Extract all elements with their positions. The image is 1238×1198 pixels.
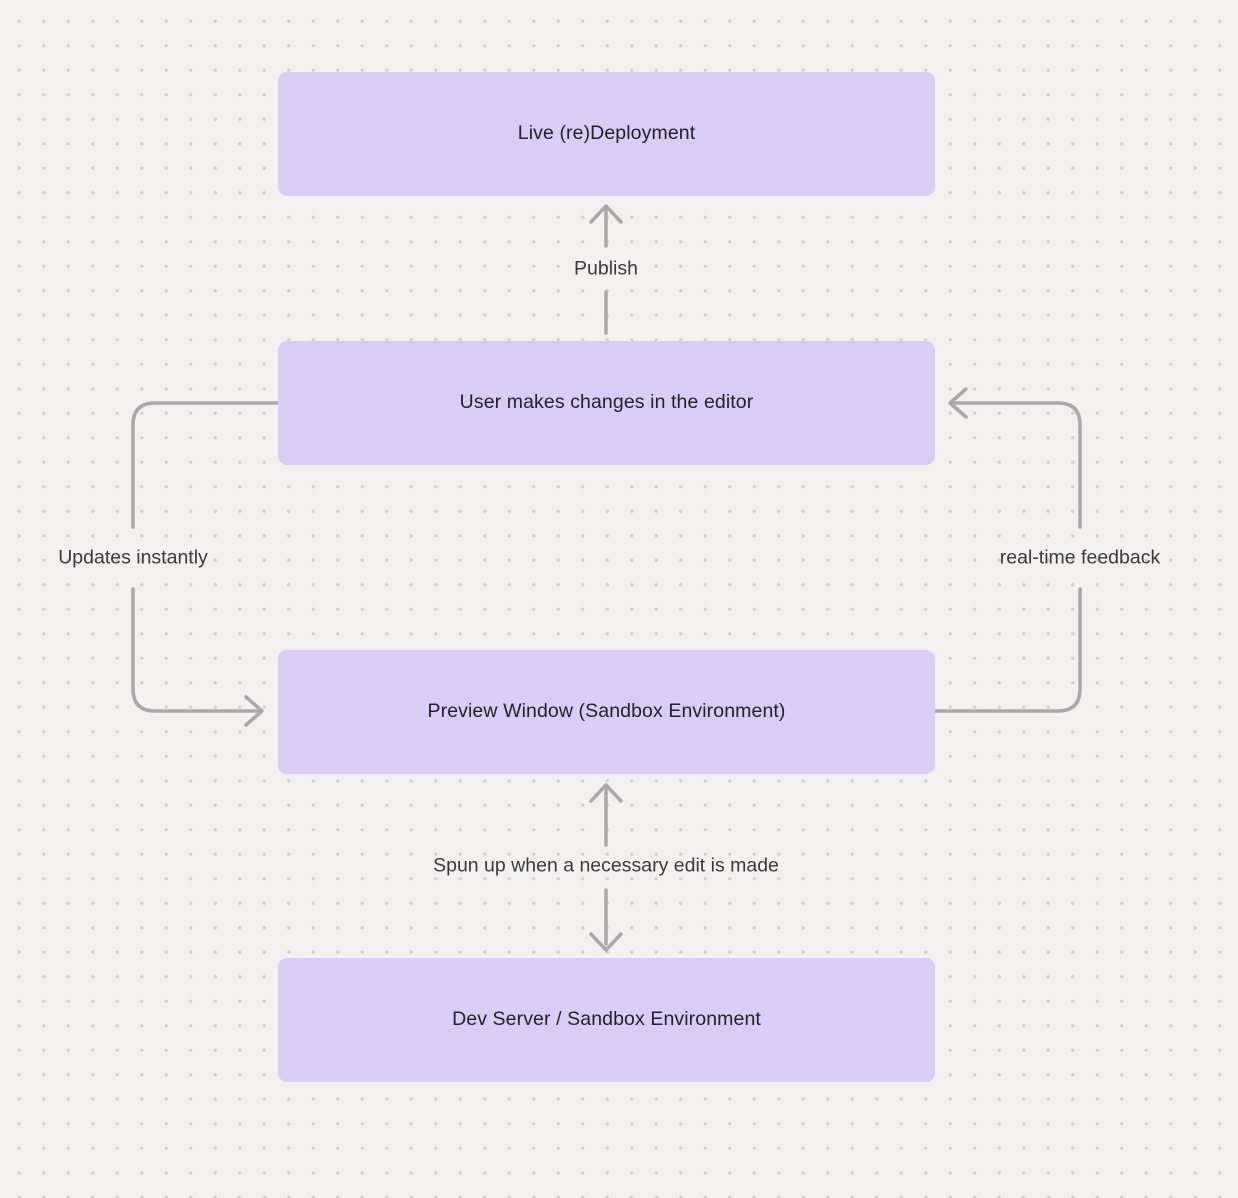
realtime-feedback-arrow bbox=[933, 387, 1082, 713]
feedback-arrow-head-left bbox=[948, 387, 968, 419]
updates-instantly-arrow bbox=[131, 401, 280, 727]
feedback-arrow-segment-bottom bbox=[933, 587, 1082, 713]
publish-arrow bbox=[589, 204, 623, 335]
node-live-redeployment: Live (re)Deployment bbox=[278, 72, 935, 196]
updates-arrow-head-right bbox=[244, 695, 264, 727]
node-editor-changes: User makes changes in the editor bbox=[278, 341, 935, 465]
edge-label-realtime-feedback: real-time feedback bbox=[999, 546, 1161, 569]
feedback-arrow-segment-top bbox=[952, 401, 1082, 529]
spunup-arrow-head-down bbox=[589, 932, 623, 952]
node-preview-window: Preview Window (Sandbox Environment) bbox=[278, 650, 935, 774]
updates-arrow-segment-top bbox=[131, 401, 280, 529]
spun-up-arrow bbox=[589, 783, 623, 952]
spunup-arrow-head-up bbox=[589, 783, 623, 803]
updates-arrow-segment-bottom bbox=[131, 587, 260, 713]
edge-label-updates-instantly: Updates instantly bbox=[58, 546, 208, 569]
edge-label-publish: Publish bbox=[574, 257, 638, 280]
node-dev-server: Dev Server / Sandbox Environment bbox=[278, 958, 935, 1082]
edge-label-spun-up: Spun up when a necessary edit is made bbox=[433, 854, 779, 877]
publish-arrow-head-up bbox=[589, 204, 623, 224]
